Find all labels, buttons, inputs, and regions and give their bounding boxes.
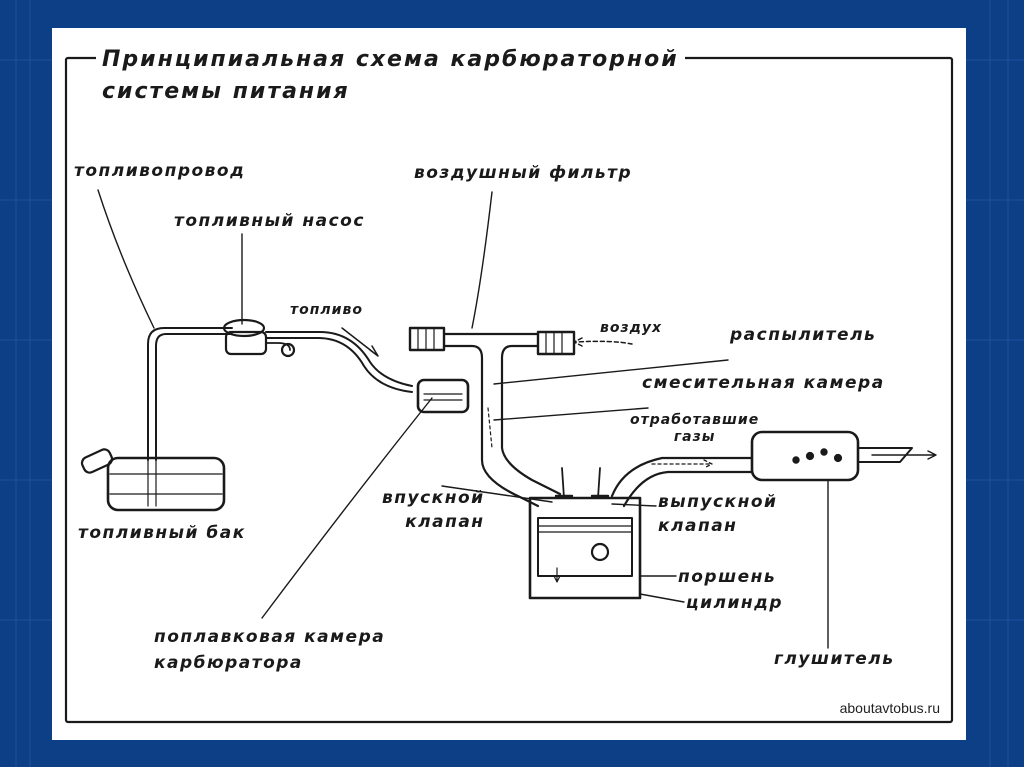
label-piston: поршень bbox=[678, 567, 777, 587]
fuel-line-pipe bbox=[147, 327, 233, 461]
label-exhaust-valve-line-2: клапан bbox=[658, 516, 738, 536]
label-exhaust-valve-line-1: выпускной bbox=[658, 492, 778, 512]
watermark: aboutavtobus.ru bbox=[839, 700, 940, 716]
fuel-flow-arrow bbox=[341, 327, 379, 357]
label-muffler: глушитель bbox=[774, 649, 895, 669]
label-float-chamber-line-2: карбюратора bbox=[154, 653, 303, 673]
title-line-1: Принципиальная схема карбюраторной bbox=[102, 47, 679, 72]
label-air-filter: воздушный фильтр bbox=[414, 163, 633, 183]
label-exhaust-gases-line-2: газы bbox=[673, 429, 716, 445]
air-filter bbox=[408, 326, 576, 376]
label-mixing-chamber: смесительная камера bbox=[642, 373, 885, 393]
label-float-chamber: поплавковая камера карбюратора bbox=[154, 624, 385, 676]
label-fuel-pump: топливный насос bbox=[174, 211, 365, 231]
label-fuel-tank: топливный бак bbox=[78, 523, 246, 543]
label-intake-valve: впускной клапан bbox=[382, 486, 485, 534]
diagram-panel: Принципиальная схема карбюраторной систе… bbox=[52, 28, 966, 740]
fuel-line-to-carburetor bbox=[265, 331, 413, 387]
float-chamber bbox=[416, 378, 470, 414]
label-fuel-flow: топливо bbox=[290, 302, 363, 318]
label-intake-valve-line-2: клапан bbox=[405, 512, 485, 532]
engine-cylinder bbox=[528, 467, 642, 600]
label-float-chamber-line-1: поплавковая камера bbox=[154, 627, 386, 647]
title-line-2: системы питания bbox=[102, 79, 350, 104]
exhaust-pipe bbox=[610, 456, 754, 508]
fuel-pump bbox=[222, 318, 296, 358]
label-exhaust-gases: отработавшие газы bbox=[630, 412, 759, 446]
label-intake-valve-line-1: впускной bbox=[382, 488, 485, 508]
label-fuel-line: топливопровод bbox=[74, 161, 246, 181]
label-atomizer: распылитель bbox=[730, 325, 877, 345]
diagram-title: Принципиальная схема карбюраторной систе… bbox=[96, 44, 685, 108]
label-exhaust-gases-line-1: отработавшие bbox=[630, 412, 760, 428]
muffler bbox=[750, 430, 937, 482]
label-cylinder: цилиндр bbox=[686, 593, 784, 613]
intake-manifold bbox=[480, 372, 562, 508]
fuel-tank bbox=[80, 448, 226, 512]
label-exhaust-valve: выпускной клапан bbox=[658, 490, 777, 538]
carburetor-system-diagram bbox=[64, 56, 954, 724]
label-air-flow: воздух bbox=[600, 320, 663, 336]
exhaust-flow-arrow bbox=[651, 459, 713, 469]
air-flow-arrow bbox=[573, 337, 633, 347]
